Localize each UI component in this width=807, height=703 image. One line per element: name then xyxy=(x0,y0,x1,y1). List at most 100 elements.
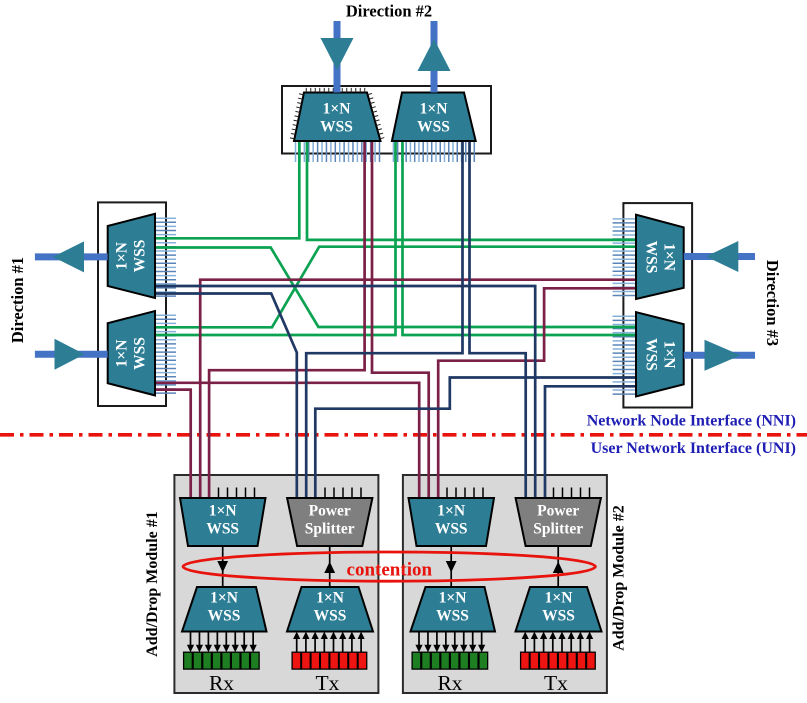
module1-tx-arrows xyxy=(348,631,356,639)
module1-drop-wss-label: WSS xyxy=(206,521,239,538)
d3-in-wss-label: 1×N xyxy=(661,243,678,271)
express-line-d1out-d2in xyxy=(155,141,301,240)
module1-drop-wss-label: 1×N xyxy=(209,503,237,520)
module2-rx-label: Rx xyxy=(437,671,462,695)
module1-rx-cells xyxy=(182,651,193,670)
module1-rx-cells xyxy=(240,651,251,670)
module1-rx-arrows xyxy=(213,644,221,653)
d1-in-wss-label: WSS xyxy=(132,337,149,370)
module2-rx-arrows xyxy=(424,644,432,653)
module1-drop-wss xyxy=(178,497,267,547)
module1-rx-arrows xyxy=(195,644,204,653)
module2-tx-arrows xyxy=(558,631,566,639)
module1-add-connect-head xyxy=(324,561,336,573)
d2-in-wss-hatch xyxy=(292,124,298,127)
module2-rx-arrows xyxy=(478,644,486,653)
d2-out-wss-label: 1×N xyxy=(420,101,448,118)
contention-label: contention xyxy=(347,560,433,581)
module1-rx-arrows xyxy=(249,644,257,653)
module2-tx-cells xyxy=(519,651,530,670)
module1-label: Add/Drop Module #1 xyxy=(144,511,161,657)
module2-rx-cells xyxy=(420,651,431,670)
module1-tx-cells xyxy=(319,651,330,670)
direction1-output-arrow-head xyxy=(52,241,84,273)
nni-label: Network Node Interface (NNI) xyxy=(587,413,796,430)
module1-tx-cells xyxy=(291,651,302,670)
module2-tx-arrows xyxy=(540,631,548,639)
d2-in-wss-hatch xyxy=(290,132,296,135)
module2-rx-wss-label: WSS xyxy=(436,608,469,625)
module1-tx-arrows xyxy=(302,631,310,639)
module2-tx-cells xyxy=(567,651,578,670)
drop-line-d3-module1 xyxy=(198,278,636,500)
express-line-d1in-d2out xyxy=(155,141,397,337)
module1-tx-arrows xyxy=(320,631,328,639)
module1-tx-cells xyxy=(347,651,358,670)
module1-tx-arrows xyxy=(329,631,338,639)
add-line-module1-d3 xyxy=(313,376,636,500)
d2-in-wss-hatch xyxy=(376,123,381,127)
d2-in-wss-hatch xyxy=(298,97,303,100)
add-line-module2-d2 xyxy=(468,141,528,500)
d2-in-wss-hatch xyxy=(373,115,379,118)
drop-line-d1-module2 xyxy=(155,381,421,500)
module2-rx-cells xyxy=(440,651,451,670)
module1-tx-cells xyxy=(357,651,368,670)
module2-rx-wss xyxy=(409,586,497,633)
module2-tx-cells xyxy=(548,651,559,670)
module2-rx-cells xyxy=(449,651,460,670)
d2-out-wss-label: WSS xyxy=(417,119,450,136)
direction3-input-arrow-head xyxy=(706,241,739,272)
d1-out-wss xyxy=(106,212,156,300)
module1-rx-arrows xyxy=(186,644,195,653)
d2-in-wss-label: 1×N xyxy=(323,101,351,118)
module2-drop-wss-label: WSS xyxy=(435,521,468,538)
module1-tx-cells xyxy=(338,651,349,670)
module1-tx-cells xyxy=(310,651,321,670)
direction2-input-arrow-head xyxy=(320,38,354,70)
direction1-input-arrow-head xyxy=(54,338,85,370)
module2-rx-cells xyxy=(468,651,479,670)
module2-rx-arrows xyxy=(442,644,450,653)
d2-out-wss xyxy=(390,91,477,142)
d2-in-wss-hatch xyxy=(289,137,295,140)
module1-rx-cells xyxy=(249,651,260,670)
direction3-output-arrow-head xyxy=(704,339,741,371)
module2-rx-arrows xyxy=(415,644,423,653)
module1-rx-cells xyxy=(230,651,241,670)
module1-tx-arrows xyxy=(293,631,301,639)
d1-in-wss xyxy=(106,309,156,397)
d1-out-wss-label: 1×N xyxy=(114,242,131,270)
module2-tx-arrows xyxy=(576,631,584,639)
d1-out-wss-label: WSS xyxy=(132,240,149,273)
module2-tx-arrows xyxy=(586,631,594,639)
module2-tx-cells xyxy=(585,651,596,670)
add-line-module1-d1 xyxy=(155,292,299,500)
module1-power-splitter xyxy=(285,497,374,547)
module1-tx-wss-label: WSS xyxy=(314,608,347,625)
module2-rx-cells xyxy=(411,651,422,670)
module1-rx-cells xyxy=(211,651,222,670)
module2-rx-cells xyxy=(459,651,470,670)
d2-in-wss-hatch xyxy=(291,128,297,131)
module1-rx-label: Rx xyxy=(209,671,234,695)
module2-add-connect-head xyxy=(552,561,564,573)
module2-rx-cells xyxy=(430,651,441,670)
module2-rx-arrows xyxy=(433,644,441,653)
module1-tx-arrows xyxy=(357,631,365,639)
d2-in-wss-hatch xyxy=(368,97,374,100)
module1-tx-label: Tx xyxy=(316,671,340,695)
module1-rx-wss-label: 1×N xyxy=(210,590,238,607)
module1-tx-wss xyxy=(285,586,375,633)
module2-power-splitter-label: Power xyxy=(537,503,579,520)
module2-tx-wss xyxy=(514,586,603,633)
d3-out-wss-label: 1×N xyxy=(661,341,678,369)
module1-tx-wss-label: 1×N xyxy=(316,590,344,607)
direction1-label: Direction #1 xyxy=(8,257,27,343)
d3-out-wss xyxy=(635,310,685,398)
module2-tx-wss-label: 1×N xyxy=(545,590,573,607)
module1-rx-cells xyxy=(221,651,232,670)
module2-tx-arrows xyxy=(567,631,575,639)
